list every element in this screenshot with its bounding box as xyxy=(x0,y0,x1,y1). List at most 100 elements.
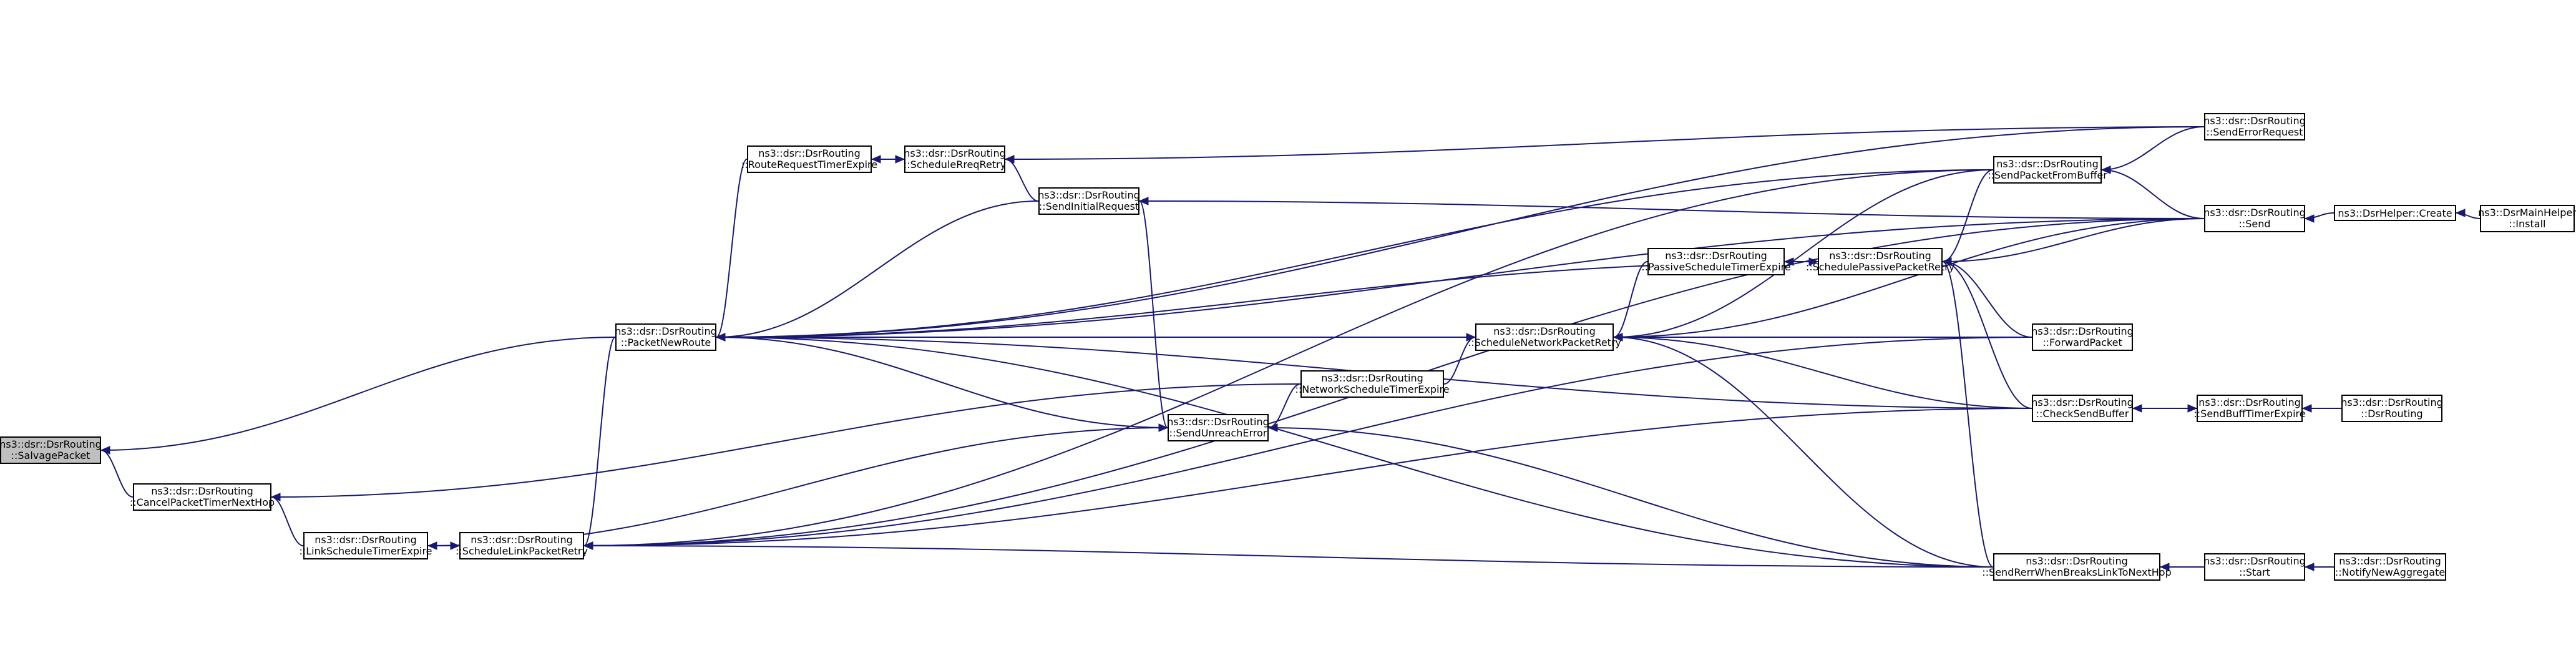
edge-sendInitReq-send xyxy=(1138,197,2205,219)
arrowhead-icon xyxy=(895,155,905,164)
arrowhead-icon xyxy=(1158,423,1169,432)
node-box xyxy=(1993,553,2160,581)
node-cancel[interactable]: ns3::dsr::DsrRouting::CancelPacketTimerN… xyxy=(130,483,275,511)
edge-line xyxy=(716,159,748,338)
node-mainInstall[interactable]: ns3::DsrMainHelper::Install xyxy=(2478,205,2576,232)
node-netTimer[interactable]: ns3::dsr::DsrRouting::NetworkScheduleTim… xyxy=(1295,370,1450,398)
node-label-line2: ::PacketNewRoute xyxy=(621,337,711,348)
node-routeReqTimer[interactable]: ns3::dsr::DsrRouting::RouteRequestTimerE… xyxy=(741,145,877,173)
edge-schedNet-passTimer xyxy=(1612,261,1648,342)
node-label-line1: ns3::dsr::DsrRouting xyxy=(471,534,573,546)
edge-line xyxy=(1613,337,1994,568)
edge-schedPass-send xyxy=(1941,218,2205,266)
edge-line xyxy=(1268,427,1994,568)
node-label-line2: ::DsrRouting xyxy=(2361,408,2422,420)
node-label-line2: ::SalvagePacket xyxy=(11,450,90,461)
node-label-line2: ::CancelPacketTimerNextHop xyxy=(130,496,275,508)
edge-line xyxy=(1005,159,1039,202)
node-label-line2: ::ScheduleRreqRetry xyxy=(904,159,1006,170)
node-send[interactable]: ns3::dsr::DsrRouting::Send xyxy=(2203,205,2306,232)
node-ctor[interactable]: ns3::dsr::DsrRouting::DsrRouting xyxy=(2341,395,2443,422)
node-label-line1: ns3::dsr::DsrRouting xyxy=(0,438,102,450)
node-sendBuffTimer[interactable]: ns3::dsr::DsrRouting::SendBuffTimerExpir… xyxy=(2193,395,2306,422)
node-label-line2: ::SendUnreachError xyxy=(1169,427,1267,439)
node-sendUnreach[interactable]: ns3::dsr::DsrRouting::SendUnreachError xyxy=(1167,414,1269,441)
arrowhead-icon xyxy=(1004,155,1015,164)
edge-line xyxy=(1139,200,1168,428)
edge-sendBuffTimer-checkBuf xyxy=(2133,404,2198,413)
arrowhead-icon xyxy=(2100,165,2111,174)
node-label-line2: ::NetworkScheduleTimerExpire xyxy=(1295,383,1449,395)
edge-line xyxy=(583,169,1994,546)
edge-sendFromBuf-sendErrReq xyxy=(2100,126,2205,174)
edge-sendUnreach-sendRerr xyxy=(1267,423,1994,568)
node-label-line2: ::SendRerrWhenBreaksLinkToNextHop xyxy=(1982,566,2171,578)
edge-start-notify xyxy=(2304,563,2334,571)
edge-line xyxy=(716,200,1039,338)
node-label-line1: ns3::dsr::DsrRouting xyxy=(2203,555,2306,567)
node-label-line1: ns3::dsr::DsrRouting xyxy=(1038,189,1140,201)
node-salvage[interactable]: ns3::dsr::DsrRouting::SalvagePacket xyxy=(0,436,102,464)
arrowhead-icon xyxy=(2187,404,2198,413)
edge-line xyxy=(583,337,616,546)
node-box xyxy=(1647,248,1785,275)
arrowhead-icon xyxy=(1138,197,1149,205)
node-passTimer[interactable]: ns3::dsr::DsrRouting::PassiveScheduleTim… xyxy=(1641,248,1791,275)
node-box xyxy=(303,532,428,559)
arrowhead-icon xyxy=(1267,423,1278,432)
node-start[interactable]: ns3::dsr::DsrRouting::Start xyxy=(2203,553,2306,581)
edge-line xyxy=(583,337,2032,546)
edge-sendFromBuf-send xyxy=(2100,165,2205,219)
edge-line xyxy=(1139,200,2205,219)
edge-schedPass-fwd xyxy=(1941,257,2032,338)
edge-pktNewRoute-routeReqTimer xyxy=(715,159,748,342)
node-helperCreate[interactable]: ns3::DsrHelper::Create xyxy=(2334,205,2456,221)
node-label-line2: ::Send xyxy=(2238,218,2270,230)
node-layer: ns3::dsr::DsrRouting::SalvagePacketns3::… xyxy=(0,113,2576,581)
node-sendRerr[interactable]: ns3::dsr::DsrRouting::SendRerrWhenBreaks… xyxy=(1982,553,2172,581)
edge-schedRreq-routeReqTimer xyxy=(872,155,905,164)
edge-schedRreq-sendInitReq xyxy=(1004,155,1039,202)
edge-line xyxy=(1613,218,2205,338)
node-schedNet[interactable]: ns3::dsr::DsrRouting::ScheduleNetworkPac… xyxy=(1468,323,1621,351)
edge-line xyxy=(2101,169,2205,219)
edge-line xyxy=(271,383,1301,498)
node-label-line2: ::ForwardPacket xyxy=(2042,337,2122,348)
node-schedLink[interactable]: ns3::dsr::DsrRouting::ScheduleLinkPacket… xyxy=(456,532,588,559)
node-sendErrReq[interactable]: ns3::dsr::DsrRouting::SendErrorRequest xyxy=(2203,113,2306,140)
edge-line xyxy=(100,337,616,451)
node-box xyxy=(2204,553,2305,581)
node-sendFromBuf[interactable]: ns3::dsr::DsrRouting::SendPacketFromBuff… xyxy=(1988,156,2107,184)
node-box xyxy=(1038,187,1139,215)
node-linkTimer[interactable]: ns3::dsr::DsrRouting::LinkScheduleTimerE… xyxy=(299,532,432,559)
edge-line xyxy=(1942,169,1994,262)
node-fwd[interactable]: ns3::dsr::DsrRouting::ForwardPacket xyxy=(2031,323,2134,351)
edge-salvage-pktNewRoute xyxy=(100,337,616,455)
node-sendInitReq[interactable]: ns3::dsr::DsrRouting::SendInitialRequest xyxy=(1038,187,1140,215)
node-schedPass[interactable]: ns3::dsr::DsrRouting::SchedulePassivePac… xyxy=(1806,248,1954,275)
edge-line xyxy=(271,496,304,546)
node-label-line1: ns3::dsr::DsrRouting xyxy=(1321,372,1423,384)
edge-line xyxy=(1942,218,2205,262)
edge-line xyxy=(1613,169,1994,338)
edge-line xyxy=(1613,337,2032,409)
node-notify[interactable]: ns3::dsr::DsrRouting::NotifyNewAggregate xyxy=(2334,553,2446,581)
edge-line xyxy=(716,337,1168,428)
edge-line xyxy=(716,261,1818,338)
node-box xyxy=(2204,113,2305,140)
node-box xyxy=(1993,156,2102,184)
arrowhead-icon xyxy=(100,446,110,455)
node-label-line1: ns3::dsr::DsrRouting xyxy=(1829,250,1931,262)
edge-schedNet-sendRerr xyxy=(1612,333,1994,568)
node-label-line2: ::PassiveScheduleTimerExpire xyxy=(1641,261,1790,273)
node-box xyxy=(904,145,1005,173)
node-label-line1: ns3::dsr::DsrRouting xyxy=(2339,555,2441,567)
node-box xyxy=(1300,370,1444,398)
node-label-line1: ns3::dsr::DsrRouting xyxy=(1493,325,1596,337)
arrowhead-icon xyxy=(2455,209,2466,217)
edge-send-helperCreate xyxy=(2304,212,2334,223)
node-pktNewRoute[interactable]: ns3::dsr::DsrRouting::PacketNewRoute xyxy=(615,323,717,351)
node-checkBuf[interactable]: ns3::dsr::DsrRouting::CheckSendBuffer xyxy=(2031,395,2134,422)
node-schedRreq[interactable]: ns3::dsr::DsrRouting::ScheduleRreqRetry xyxy=(904,145,1006,173)
